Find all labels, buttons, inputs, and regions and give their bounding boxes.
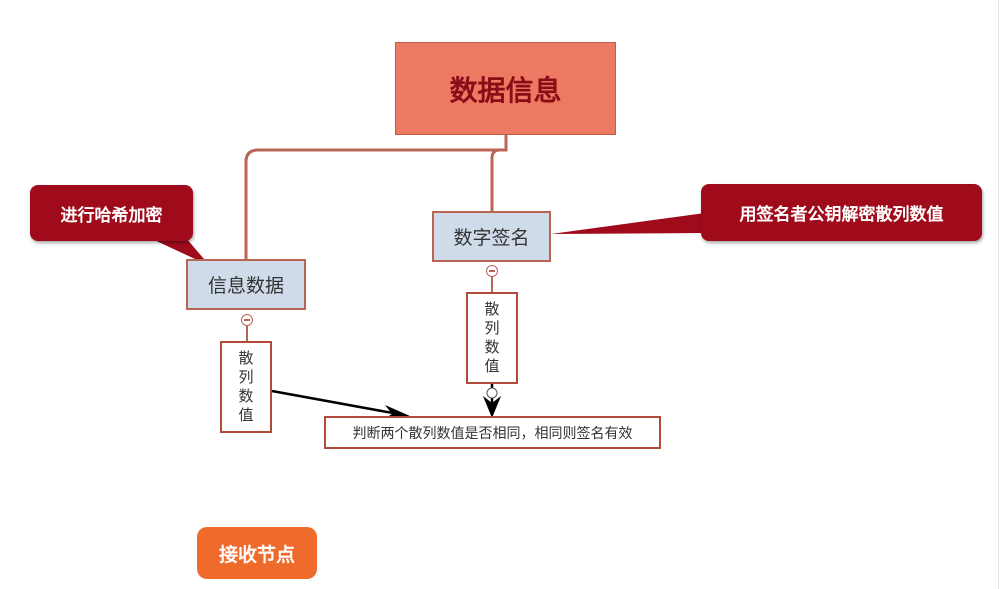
receiving-node-badge[interactable]: 接收节点 — [197, 527, 317, 579]
hash-char: 数 — [238, 387, 254, 405]
arrow-right-origin — [486, 387, 498, 399]
judge-result-box[interactable]: 判断两个散列数值是否相同，相同则签名有效 — [324, 416, 661, 449]
hash-char: 列 — [238, 368, 254, 386]
subtopic-hash-value-right[interactable]: 散 列 数 值 — [466, 292, 518, 384]
arrow-left-to-judge — [271, 389, 399, 416]
callout-right-pointer — [551, 213, 705, 234]
topic-info-data[interactable]: 信息数据 — [186, 259, 306, 310]
hash-char: 散 — [238, 349, 254, 367]
subtopic-hash-value-left[interactable]: 散 列 数 值 — [220, 341, 272, 433]
hash-char: 数 — [484, 338, 500, 356]
hash-char: 值 — [238, 406, 254, 424]
hash-char: 值 — [484, 357, 500, 375]
hash-char: 散 — [484, 300, 500, 318]
callout-decrypt-with-public-key[interactable]: 用签名者公钥解密散列数值 — [701, 184, 982, 241]
canvas-right-edge — [998, 0, 999, 589]
connector-root-sign — [490, 135, 508, 211]
hash-char: 列 — [484, 319, 500, 337]
collapse-toggle-sign[interactable] — [486, 265, 498, 277]
callout-hash-encrypt[interactable]: 进行哈希加密 — [30, 185, 193, 241]
topic-digital-signature[interactable]: 数字签名 — [432, 211, 551, 262]
arrow-right-head — [483, 396, 501, 418]
collapse-toggle-info[interactable] — [241, 314, 253, 326]
root-node-data-info[interactable]: 数据信息 — [395, 42, 616, 135]
